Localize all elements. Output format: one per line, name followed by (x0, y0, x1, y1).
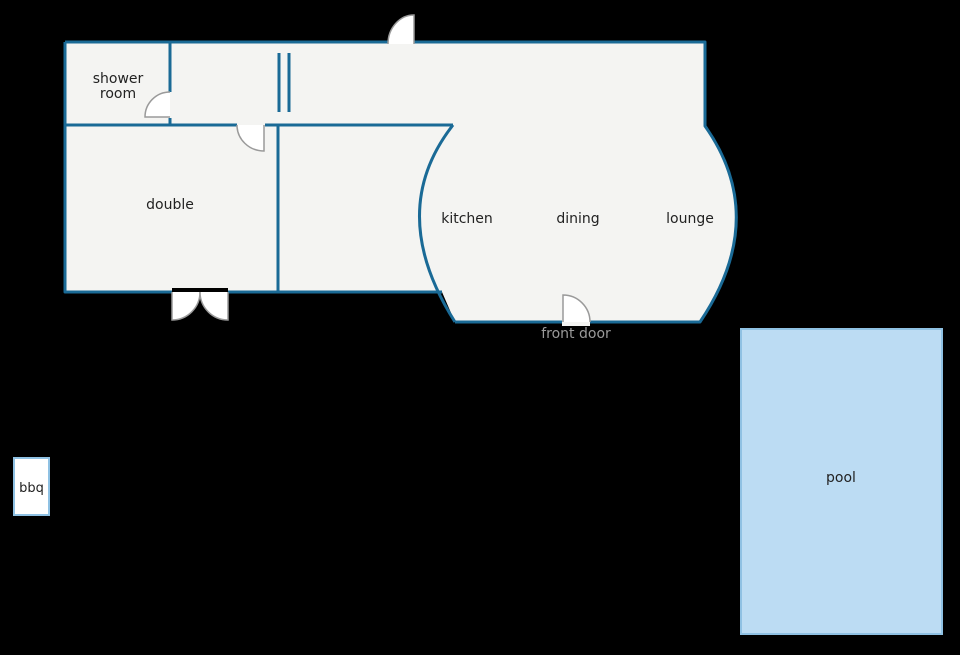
pool-label: pool (826, 470, 856, 486)
house-floor (65, 42, 737, 322)
front-door-label: front door (541, 326, 611, 342)
shower-room-label-line1: shower (93, 71, 144, 87)
double-bedroom-door[interactable] (236, 124, 265, 152)
shower-room-label-line2: room (100, 86, 136, 102)
double-label: double (146, 197, 194, 213)
pool (740, 328, 943, 635)
dining-label: dining (556, 211, 599, 227)
shower-room-door[interactable] (144, 91, 171, 118)
house-outer-wall (65, 40, 738, 324)
north-door[interactable] (387, 14, 415, 45)
bbq-label: bbq (19, 481, 44, 496)
lounge-label: lounge (666, 211, 714, 227)
kitchen-label: kitchen (441, 211, 493, 227)
front-door[interactable] (562, 294, 591, 323)
bbq (13, 457, 50, 516)
french-door-left[interactable] (171, 291, 201, 321)
kitchen-curved-wall (418, 124, 457, 323)
french-door-right[interactable] (199, 291, 229, 321)
